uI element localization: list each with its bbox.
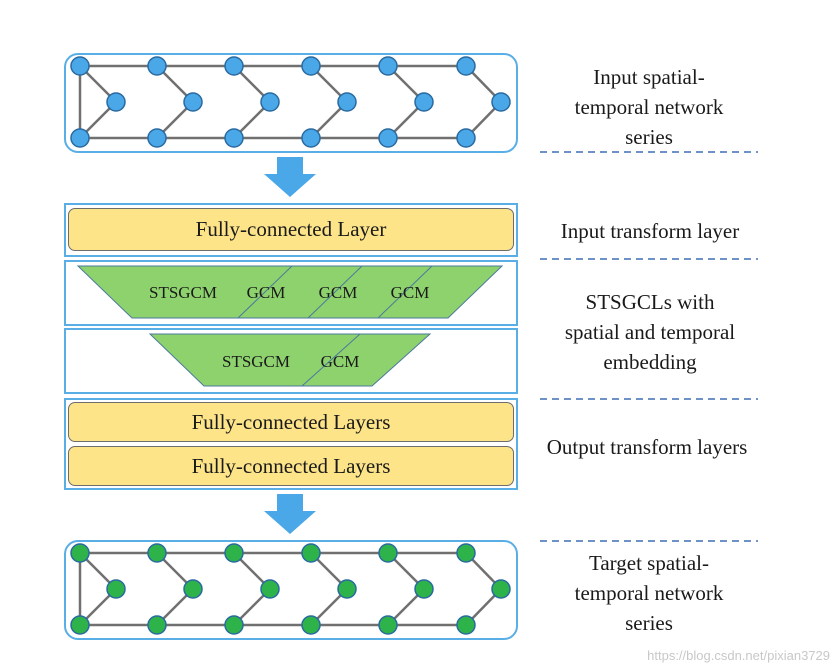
graph-node <box>147 615 167 635</box>
label-line: series <box>625 611 673 635</box>
graph-node <box>106 579 126 599</box>
stsgcm-label: GCM <box>391 283 430 302</box>
graph-node <box>260 579 280 599</box>
down-arrow-icon <box>264 157 316 197</box>
input-transform-label: Input transform layer <box>560 219 740 243</box>
graph-node <box>224 543 244 563</box>
graph-node <box>106 92 126 112</box>
output-transform-label: Output transform layers <box>546 435 748 459</box>
graph-node <box>147 56 167 76</box>
label-line: embedding <box>603 350 697 374</box>
label-line: series <box>625 125 673 149</box>
graph-node <box>491 579 511 599</box>
stsgcm-label: GCM <box>247 283 286 302</box>
stsgcm-label: GCM <box>319 283 358 302</box>
graph-node <box>70 543 90 563</box>
label-line: Target spatial- <box>588 551 709 575</box>
graph-node <box>224 128 244 148</box>
input-graph-box <box>64 53 518 153</box>
graph-node <box>183 579 203 599</box>
graph-node <box>456 543 476 563</box>
graph-node <box>301 128 321 148</box>
target-graph-box <box>64 540 518 640</box>
stsgcm-label: STSGCM <box>149 283 217 302</box>
input-graph-label: Input spatial- temporal network series <box>540 62 758 152</box>
graph-node <box>301 615 321 635</box>
graph-node <box>378 56 398 76</box>
stsgcm-row-2: STSGCM GCM <box>148 333 432 387</box>
graph-node <box>456 128 476 148</box>
input-graph <box>70 56 511 148</box>
stsgcm-label: STSGCM <box>222 352 290 371</box>
graph-node <box>224 56 244 76</box>
graph-node <box>378 128 398 148</box>
graph-node <box>301 56 321 76</box>
graph-node <box>147 128 167 148</box>
stsgcm-label: GCM <box>321 352 360 371</box>
label-line: spatial and temporal <box>564 320 736 344</box>
label-line: Input spatial- <box>593 65 705 89</box>
graph-node <box>456 56 476 76</box>
graph-node <box>378 543 398 563</box>
target-graph <box>70 543 511 635</box>
fc-output-layer-1: Fully-connected Layers <box>68 402 514 442</box>
graph-node <box>70 56 90 76</box>
stsgcm-row-1: STSGCM GCM GCM GCM <box>76 265 504 319</box>
watermark: https://blog.csdn.net/pixian3729 <box>647 648 830 663</box>
label-line: STSGCLs with <box>585 290 715 314</box>
graph-node <box>224 615 244 635</box>
stsgcm-block <box>76 265 294 319</box>
stsgcm-block <box>148 333 362 387</box>
graph-node <box>183 92 203 112</box>
stsgcl-label: STSGCLs with spatial and temporal embedd… <box>530 287 770 377</box>
graph-node <box>414 579 434 599</box>
graph-node <box>414 92 434 112</box>
graph-node <box>456 615 476 635</box>
label-line: temporal network <box>574 581 724 605</box>
graph-node <box>337 579 357 599</box>
graph-node <box>147 543 167 563</box>
graph-node <box>378 615 398 635</box>
down-arrow-icon <box>264 494 316 534</box>
fc-output-layer-2: Fully-connected Layers <box>68 446 514 486</box>
graph-node <box>301 543 321 563</box>
graph-node <box>337 92 357 112</box>
graph-node <box>260 92 280 112</box>
graph-node <box>491 92 511 112</box>
label-line: temporal network <box>574 95 724 119</box>
target-graph-label: Target spatial- temporal network series <box>530 548 768 638</box>
graph-node <box>70 615 90 635</box>
fc-input-layer: Fully-connected Layer <box>68 208 514 251</box>
graph-node <box>70 128 90 148</box>
